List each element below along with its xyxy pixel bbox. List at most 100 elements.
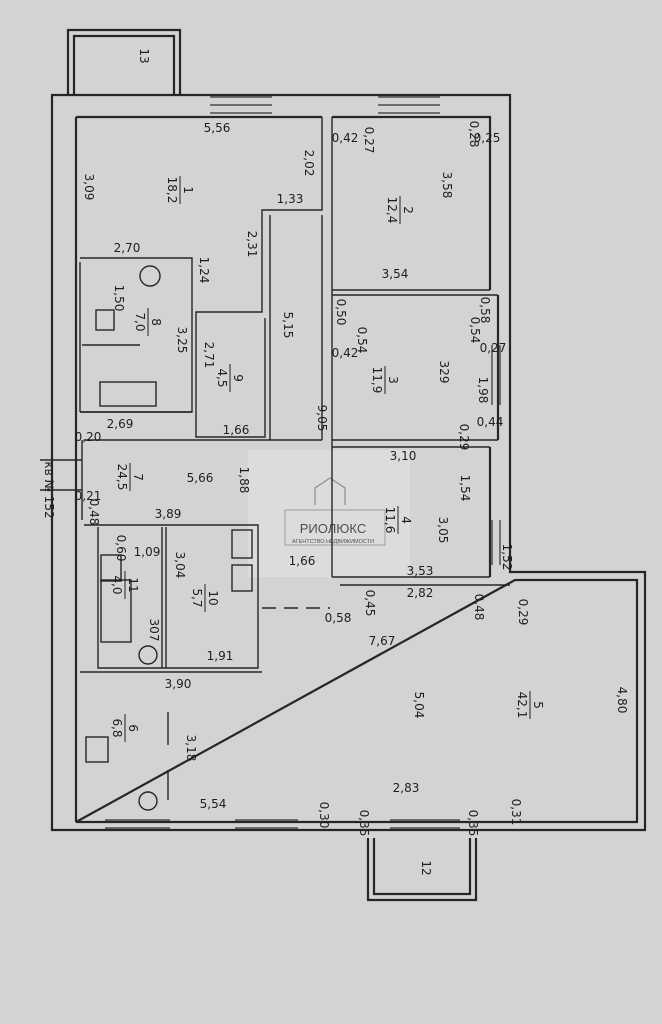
dimension-label: 0,35 xyxy=(357,810,371,837)
room-area: 6,8 xyxy=(110,718,124,737)
room-area: 12,4 xyxy=(385,197,399,224)
dimension-label: 1,66 xyxy=(289,554,316,568)
dimension-label: 0,48 xyxy=(87,499,101,526)
dimension-label: 2,82 xyxy=(407,586,434,600)
room-area: 7,0 xyxy=(133,312,147,331)
dimension-label: 0,21 xyxy=(75,489,102,503)
dimension-label: 1,52 xyxy=(500,544,514,571)
room-number: 7 xyxy=(131,473,145,481)
sink-icon xyxy=(231,564,253,592)
dimension-label: 0,45 xyxy=(363,590,377,617)
dimension-label: 2,70 xyxy=(114,241,141,255)
dimension-label: 2,71 xyxy=(202,342,216,369)
dimension-label: 3,25 xyxy=(175,327,189,354)
dimension-label: 0,54 xyxy=(355,327,369,354)
dimension-label: 3,89 xyxy=(155,507,182,521)
dimension-label: 1,91 xyxy=(207,649,234,663)
dimension-label: 7,67 xyxy=(369,634,396,648)
dimension-label: 3,90 xyxy=(165,677,192,691)
room-label: 311,9 xyxy=(370,366,400,394)
bathtub-icon xyxy=(99,381,157,407)
room-number: 4 xyxy=(399,516,413,524)
dimension-label: 5,04 xyxy=(412,692,426,719)
room-number: 8 xyxy=(149,318,163,326)
dimension-label: 1,66 xyxy=(223,423,250,437)
dimension-label: 3,18 xyxy=(184,735,198,762)
dimension-label: 9,05 xyxy=(315,405,329,432)
dimension-label: 0,42 xyxy=(332,346,359,360)
sink-icon xyxy=(138,645,158,665)
room-number: 6 xyxy=(126,724,140,732)
apartment-number-label: кв № 152 xyxy=(42,461,56,518)
windows xyxy=(105,96,501,829)
dimension-labels: 5,563,092,021,332,312,701,241,503,252,71… xyxy=(75,121,629,837)
dimension-label: 0,29 xyxy=(457,424,471,451)
dimension-label: 0,25 xyxy=(474,131,501,145)
dimension-label: 1,98 xyxy=(476,377,490,404)
dimension-label: 0,35 xyxy=(466,810,480,837)
watermark: РИОЛЮКС АГЕНТСТВО НЕДВИЖИМОСТИ xyxy=(248,450,410,577)
dimension-label: 0,48 xyxy=(472,594,486,621)
room-area: 4,5 xyxy=(215,368,229,387)
dimension-label: 1,88 xyxy=(237,467,251,494)
dimension-label: 1,09 xyxy=(134,545,161,559)
dimension-label: 5,66 xyxy=(187,471,214,485)
dimension-label: 1,54 xyxy=(458,475,472,502)
room-labels: 118,2212,4311,9411,6542,166,8724,587,094… xyxy=(110,176,545,742)
room-number: 1 xyxy=(181,186,195,194)
balcony-13: 13 xyxy=(66,28,182,95)
fixtures xyxy=(85,265,253,811)
dimension-label: 3,58 xyxy=(440,172,454,199)
dimension-label: 1,24 xyxy=(197,257,211,284)
house-logo-icon xyxy=(314,477,346,505)
dimension-label: 0,29 xyxy=(516,599,530,626)
room-area: 5,7 xyxy=(190,588,204,607)
toilet-icon xyxy=(95,309,115,331)
dimension-label: 0,30 xyxy=(317,802,331,829)
room-number: 5 xyxy=(531,701,545,709)
room-area: 11,6 xyxy=(383,507,397,534)
room-number: 3 xyxy=(386,376,400,384)
room-area: 42,1 xyxy=(515,692,529,719)
dimension-label: 0,54 xyxy=(468,317,482,344)
room-label: 66,8 xyxy=(110,714,140,742)
sink-icon xyxy=(139,265,161,287)
dimension-label: 0,28 xyxy=(467,121,481,148)
balcony-13-label: 13 xyxy=(137,48,151,63)
room-area: 18,2 xyxy=(165,177,179,204)
dimension-label: 0,27 xyxy=(480,341,507,355)
dimension-label: 3,54 xyxy=(382,267,409,281)
room-number: 11 xyxy=(126,577,140,592)
bathtub-icon xyxy=(100,579,132,643)
dimension-label: 1,50 xyxy=(112,285,126,312)
dimension-label: 2,02 xyxy=(302,150,316,177)
dimension-label: 0,58 xyxy=(478,297,492,324)
dimension-label: 0,42 xyxy=(332,131,359,145)
outer-walls xyxy=(50,93,647,832)
balcony-12: 12 xyxy=(366,838,478,902)
watermark-subtitle: АГЕНТСТВО НЕДВИЖИМОСТИ xyxy=(292,539,374,545)
dimension-label: 3,10 xyxy=(390,449,417,463)
dimension-label: 1,33 xyxy=(277,192,304,206)
dimension-label: 0,50 xyxy=(334,299,348,326)
dimension-label: 3,09 xyxy=(82,174,96,201)
toilet-icon xyxy=(100,554,122,582)
dimension-label: 2,69 xyxy=(107,417,134,431)
dimension-label: 0,60 xyxy=(114,535,128,562)
room-label: 94,5 xyxy=(215,364,245,392)
room-label: 105,7 xyxy=(190,584,220,612)
dimension-label: 0,31 xyxy=(509,799,523,826)
room-label: 87,0 xyxy=(133,308,163,336)
stove-icon xyxy=(85,736,109,763)
watermark-brand: РИОЛЮКС xyxy=(300,521,366,536)
dimension-label: 329 xyxy=(437,361,451,384)
dimension-label: 5,54 xyxy=(200,797,227,811)
dimension-label: 0,58 xyxy=(325,611,352,625)
dimension-label: 3,04 xyxy=(173,552,187,579)
dimension-label: 3,05 xyxy=(436,517,450,544)
dimension-label: 0,44 xyxy=(477,415,504,429)
dimension-label: 0,27 xyxy=(362,127,376,154)
room-label: 212,4 xyxy=(385,196,415,224)
